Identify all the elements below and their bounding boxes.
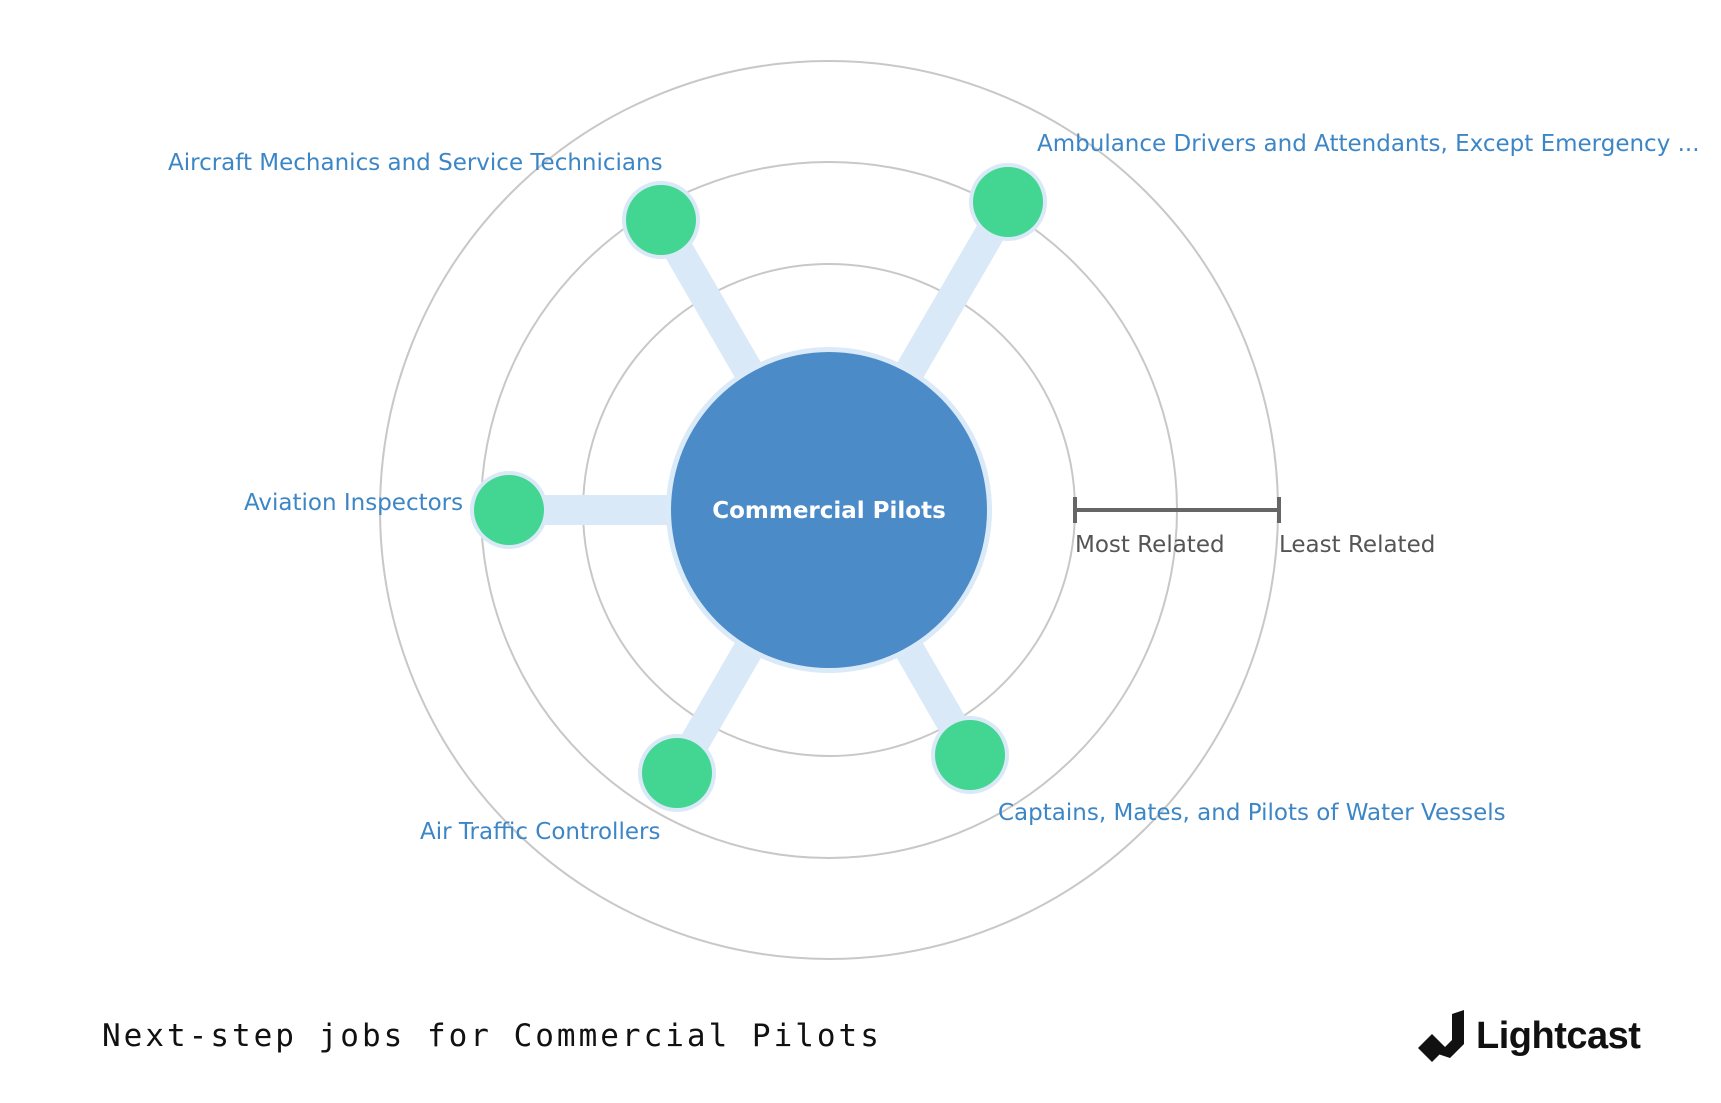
node-dot [935, 720, 1005, 790]
relatedness-scale [1073, 497, 1281, 523]
center-node-label: Commercial Pilots [712, 498, 946, 524]
node-ambulance-drivers[interactable] [969, 163, 1047, 241]
node-air-traffic-controllers[interactable] [638, 734, 716, 812]
scale-label-most: Most Related [1075, 532, 1225, 558]
node-labels: Aircraft Mechanics and Service Technicia… [168, 131, 1700, 845]
node-aircraft-mechanics[interactable] [622, 181, 700, 259]
center-node[interactable] [671, 352, 987, 668]
node-dot [474, 475, 544, 545]
related-job-nodes [470, 163, 1047, 812]
node-captains-mates[interactable] [931, 716, 1009, 794]
node-label-aircraft-mechanics[interactable]: Aircraft Mechanics and Service Technicia… [168, 150, 663, 176]
brand-name: Lightcast [1476, 1014, 1641, 1057]
node-label-air-traffic-controllers[interactable]: Air Traffic Controllers [420, 819, 660, 845]
node-label-ambulance-drivers[interactable]: Ambulance Drivers and Attendants, Except… [1037, 131, 1700, 157]
node-dot [626, 185, 696, 255]
lightcast-logo-icon [1418, 1010, 1464, 1062]
node-label-captains-mates[interactable]: Captains, Mates, and Pilots of Water Ves… [998, 800, 1506, 826]
node-dot [973, 167, 1043, 237]
node-dot [642, 738, 712, 808]
figure-caption: Next-step jobs for Commercial Pilots [102, 1018, 882, 1054]
brand-logo: Lightcast [1418, 1006, 1641, 1066]
node-aviation-inspectors[interactable] [470, 471, 548, 549]
node-label-aviation-inspectors[interactable]: Aviation Inspectors [244, 490, 463, 516]
scale-label-least: Least Related [1279, 532, 1435, 558]
